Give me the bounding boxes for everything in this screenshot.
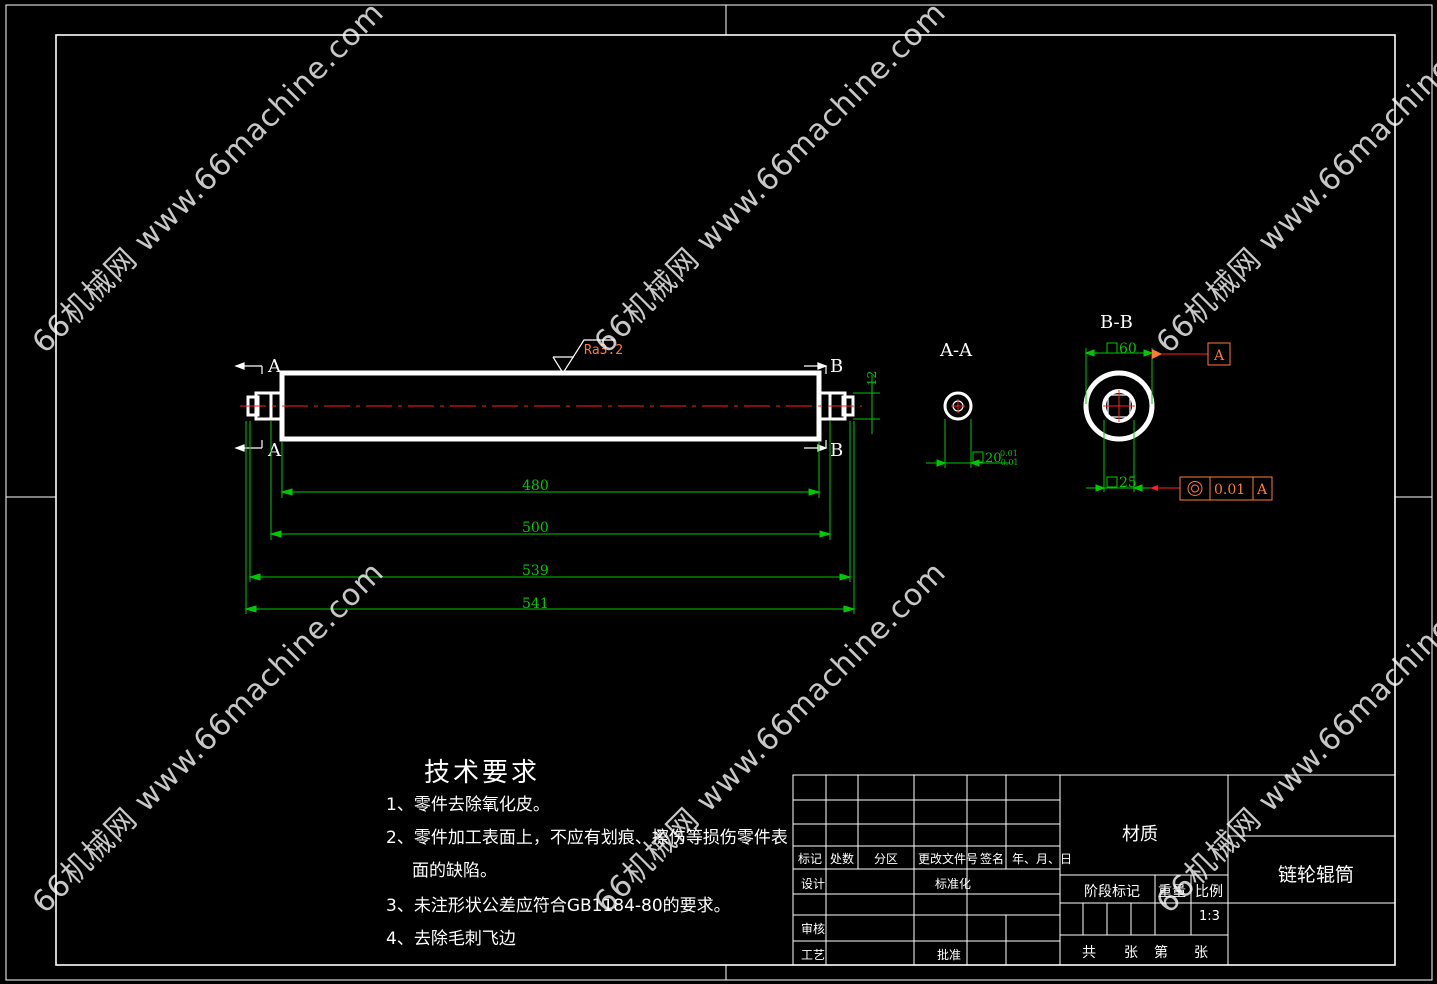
tb-standardize: 标准化 xyxy=(935,877,972,891)
tb-header-date: 年、月、日 xyxy=(1012,852,1073,866)
tb-stage-mark: 阶段标记 xyxy=(1084,884,1140,900)
requirement-2: 2、零件加工表面上，不应有划痕、擦伤等损伤零件表 xyxy=(386,828,788,848)
section-bb-title: B-B xyxy=(1100,312,1133,333)
bb-dim-top: 60 xyxy=(1119,341,1137,357)
tb-header-mark: 标记 xyxy=(798,852,823,866)
tb-material: 材质 xyxy=(1122,824,1158,845)
tb-sheets-total: 共 xyxy=(1082,945,1096,961)
tb-part-name: 链轮辊筒 xyxy=(1278,864,1355,886)
datum-triangle xyxy=(1152,349,1162,359)
sheet-border xyxy=(5,4,1433,981)
aa-outer-circle xyxy=(943,391,973,421)
section-label-b-top: B xyxy=(830,356,843,377)
section-label-a-bottom: A xyxy=(267,440,282,461)
main-view: A A B B Ra3.2 12 xyxy=(234,339,880,614)
aa-tol-lower: -0.01 xyxy=(998,458,1019,467)
dim-480: 480 xyxy=(522,478,549,494)
tb-sheets-unit1: 张 xyxy=(1124,945,1138,961)
section-label-b-bottom: B xyxy=(830,440,843,461)
tolerance-datum: A xyxy=(1256,482,1268,498)
dim-500: 500 xyxy=(522,520,549,536)
requirement-2-cont: 面的缺陷。 xyxy=(412,861,497,881)
section-label-a-top: A xyxy=(267,356,282,377)
tb-header-change-doc: 更改文件号 xyxy=(918,852,979,866)
side-dim-value: 12 xyxy=(865,371,879,386)
tb-scale-value: 1:3 xyxy=(1199,909,1220,924)
roughness-symbol xyxy=(552,339,615,375)
roughness-value: Ra3.2 xyxy=(584,343,623,358)
section-aa-title: A-A xyxy=(939,340,973,361)
requirements-title: 技术要求 xyxy=(424,758,541,788)
tolerance-frame xyxy=(1150,476,1273,501)
aa-dim-value: 20 xyxy=(985,451,1002,466)
section-bb: B-B 60 25 A xyxy=(1083,312,1273,501)
tb-header-zone: 分区 xyxy=(874,852,899,866)
bb-dimensions xyxy=(1084,342,1175,492)
bb-outer-circle xyxy=(1083,370,1155,442)
bb-dim-bottom: 25 xyxy=(1119,475,1137,491)
tb-sheets-no: 第 xyxy=(1154,945,1168,961)
requirement-3: 3、未注形状公差应符合GB1184-80的要求。 xyxy=(386,896,731,916)
datum-feature xyxy=(1160,342,1231,366)
tolerance-value: 0.01 xyxy=(1214,482,1245,498)
tb-weight: 重量 xyxy=(1158,884,1186,900)
section-aa: A-A 20 0.01 -0.01 xyxy=(926,340,1019,468)
datum-label: A xyxy=(1213,348,1225,364)
aa-dimension xyxy=(926,419,1010,468)
tb-header-sign: 签名 xyxy=(980,852,1005,866)
dim-539: 539 xyxy=(522,563,549,579)
tb-scale-label: 比例 xyxy=(1195,884,1223,900)
length-dimensions xyxy=(244,421,856,614)
dim-541: 541 xyxy=(522,596,549,612)
tb-process: 工艺 xyxy=(801,948,826,962)
title-block-grid xyxy=(792,774,1396,966)
tb-design: 设计 xyxy=(801,877,826,891)
side-dimension xyxy=(853,375,880,434)
aa-tol-upper: 0.01 xyxy=(1000,449,1018,458)
tb-header-count: 处数 xyxy=(830,852,855,866)
tb-sheets-unit2: 张 xyxy=(1194,945,1208,961)
requirement-4: 4、去除毛刺飞边 xyxy=(386,929,516,949)
tb-approve: 批准 xyxy=(937,948,962,962)
tb-review: 审核 xyxy=(801,922,826,936)
section-markers xyxy=(234,362,828,452)
requirement-1: 1、零件去除氧化皮。 xyxy=(386,795,550,815)
